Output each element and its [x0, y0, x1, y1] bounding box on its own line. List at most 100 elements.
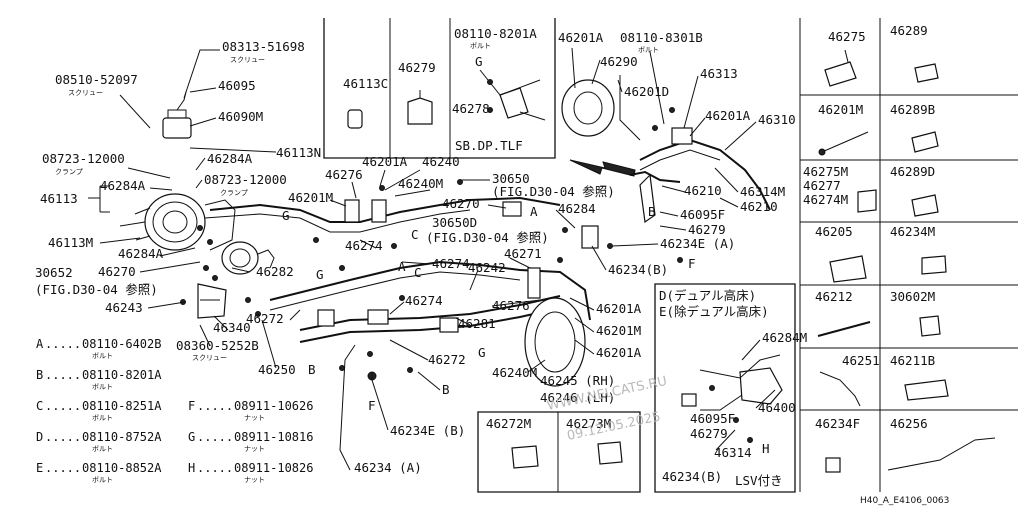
lsv-line1: D(デュアル高床)	[659, 288, 756, 303]
small-note: ボルト	[638, 46, 659, 54]
part-callout: 46340	[213, 320, 251, 335]
table-part-label: 46256	[890, 416, 928, 431]
part-callout: 46274	[432, 256, 470, 271]
fastener-letter: F	[368, 398, 376, 413]
fastener-letter: C	[411, 227, 419, 242]
part-callout: 46095	[218, 78, 256, 93]
part-callout: 46290	[600, 54, 638, 69]
table-part-label: 46274M	[803, 192, 848, 207]
part-callout: 46276	[325, 167, 363, 182]
inset-sbdp-tlf: SB.DP.TLF	[323, 18, 556, 159]
inset-part-label: 46278	[452, 101, 490, 116]
table-part-label: 46234M	[890, 224, 935, 239]
part-callout: 46243	[105, 300, 143, 315]
part-callout: 46240M	[492, 365, 537, 380]
inset-part-label: 08110-8201A	[454, 26, 537, 41]
part-callout: 46276	[492, 298, 530, 313]
table-part-label: 46289	[890, 23, 928, 38]
part-callout: 46279	[688, 222, 726, 237]
table-part-label: 46275	[828, 29, 866, 44]
legend-note: ボルト	[92, 476, 113, 484]
fastener-letter: G	[475, 54, 483, 69]
part-callout: 46234(B)	[608, 262, 668, 277]
part-callout: 46270	[442, 196, 480, 211]
part-callout: 46240M	[398, 176, 443, 191]
fastener-letter: G	[316, 267, 324, 282]
part-callout: 08313-51698	[222, 39, 305, 54]
part-callout: 46113M	[48, 235, 93, 250]
part-callout: (FIG.D30-04 参照)	[426, 230, 549, 245]
legend-key: B	[36, 368, 43, 382]
lsv-line2: E(除デュアル高床)	[659, 304, 769, 319]
legend-part: 08911-10816	[234, 430, 313, 444]
small-note: クランプ	[55, 168, 83, 176]
fastener-letter: B	[308, 362, 316, 377]
small-note: スクリュー	[68, 89, 103, 97]
fastener-letter: A	[530, 204, 538, 219]
legend-dots: .....	[45, 368, 81, 382]
watermark-line2: 09.12.05.2025	[566, 409, 662, 443]
part-callout: 46284A	[207, 151, 253, 166]
part-callout: 46272	[246, 311, 284, 326]
part-callout: 46284A	[100, 178, 146, 193]
legend-part: 08110-8251A	[82, 399, 162, 413]
legend-dots: .....	[45, 337, 81, 351]
table-part-label: 46273M	[566, 416, 611, 431]
legend-note: ボルト	[92, 445, 113, 453]
part-callout: 46242	[468, 260, 506, 275]
footer-code: H40_A_E4106_0063	[860, 496, 949, 506]
part-callout: 46284A	[118, 246, 164, 261]
legend-dots: .....	[197, 430, 233, 444]
table-part-label: 46234F	[815, 416, 860, 431]
part-callout: 46281	[458, 316, 496, 331]
part-callout: 08110-8301B	[620, 30, 703, 45]
part-callout: 46400	[758, 400, 796, 415]
part-callout: 08723-12000	[204, 172, 287, 187]
legend-dots: .....	[197, 461, 233, 475]
fastener-letter: H	[762, 441, 770, 456]
part-callout: 46201A	[362, 154, 408, 169]
part-callout: 46246 (LH)	[540, 390, 615, 405]
table-part-label: 46289D	[890, 164, 935, 179]
fastener-letter: B	[648, 204, 656, 219]
part-callout: (FIG.D30-04 参照)	[492, 184, 615, 199]
small-notes: スクリュースクリュークランプクランプスクリューボルトボルト	[55, 42, 659, 362]
part-callout: 46090M	[218, 109, 263, 124]
part-callout: 46201M	[288, 190, 333, 205]
legend-note: ボルト	[92, 414, 113, 422]
part-callout: 46113N	[276, 145, 321, 160]
small-note: ボルト	[470, 42, 491, 50]
legend-key: A	[36, 337, 44, 351]
legend-note: ナット	[244, 445, 265, 453]
small-note: クランプ	[220, 189, 248, 197]
legend-part: 08110-8752A	[82, 430, 162, 444]
table-part-label: 30602M	[890, 289, 935, 304]
fastener-letter: B	[442, 382, 450, 397]
table-part-label: 46272M	[486, 416, 531, 431]
legend-note: ナット	[244, 414, 265, 422]
part-callout: 46095F	[690, 411, 735, 426]
legend-part: 08110-8852A	[82, 461, 162, 475]
inset-part-label: 46279	[398, 60, 436, 75]
part-callout: 30650D	[432, 215, 477, 230]
part-callout: 46284M	[762, 330, 807, 345]
part-callout: 08510-52097	[55, 72, 138, 87]
legend-key: F	[188, 399, 195, 413]
fastener-letter: G	[282, 208, 290, 223]
part-callout: 46272	[428, 352, 466, 367]
legend-key: E	[36, 461, 43, 475]
part-callout: 46234 (A)	[354, 460, 422, 475]
part-callout: 46210	[684, 183, 722, 198]
table-part-label: 46277	[803, 178, 841, 193]
part-callout: 46201A	[596, 345, 642, 360]
part-callout: 46201D	[624, 84, 669, 99]
part-callout: 46274	[345, 238, 383, 253]
part-callout: 46234(B)	[662, 469, 722, 484]
